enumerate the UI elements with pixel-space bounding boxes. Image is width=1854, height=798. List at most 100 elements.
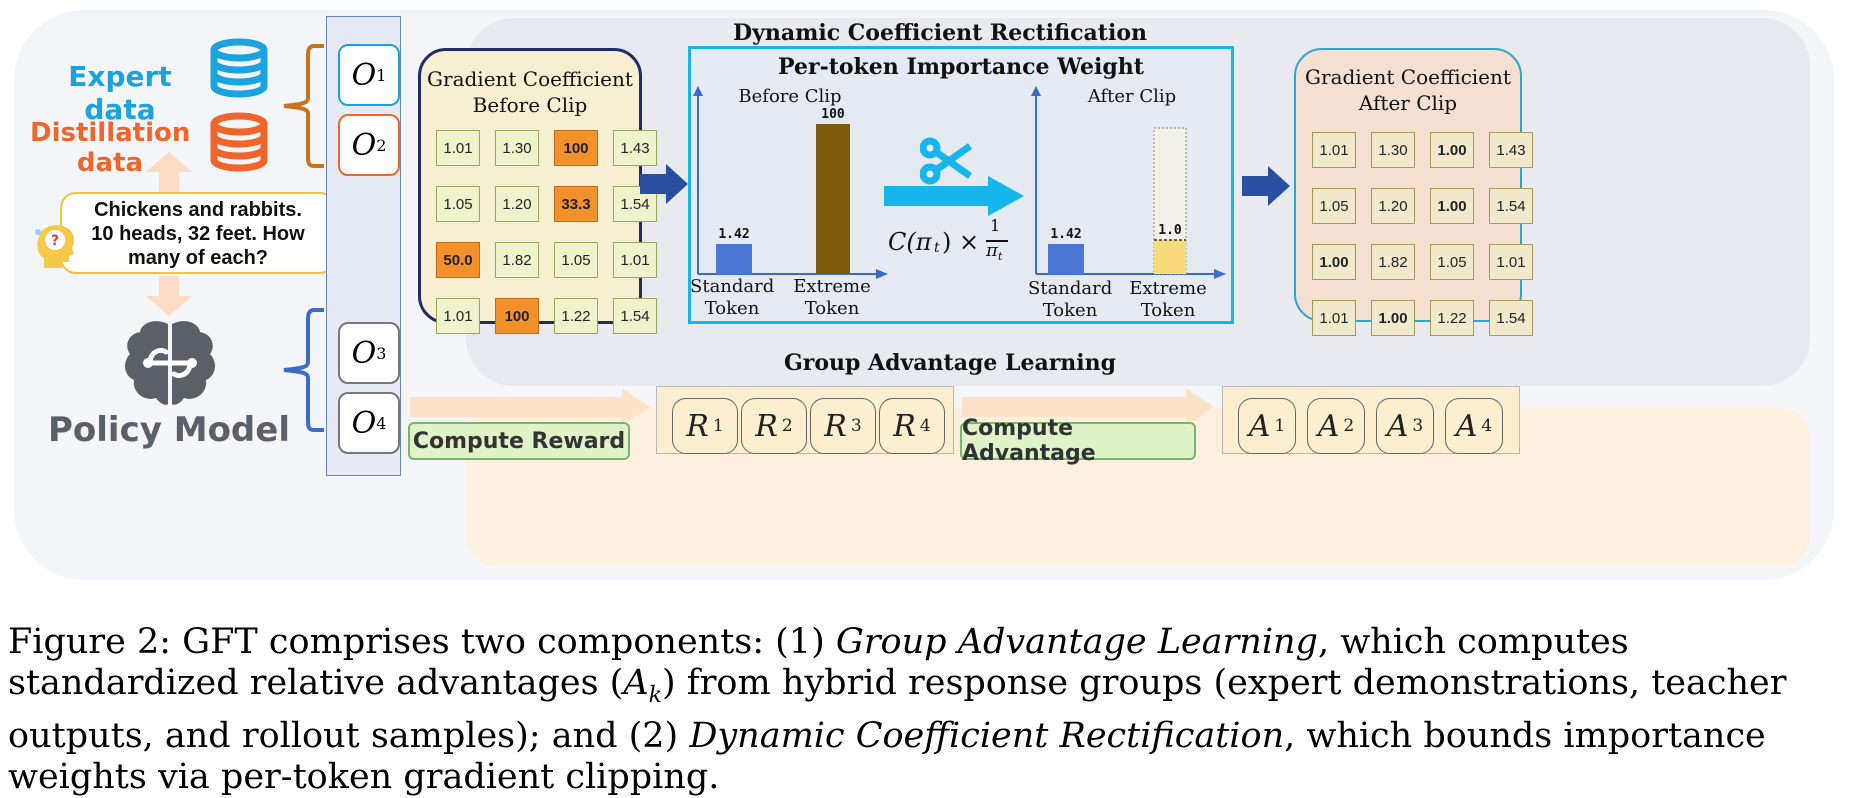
expert-database-icon: [210, 38, 268, 98]
output-o1-sub: 1: [376, 65, 387, 85]
reward-r4-sub: 4: [919, 416, 931, 436]
before-clip-cell: 33.3: [554, 186, 598, 222]
formula-den: π: [986, 240, 998, 261]
reward-r2-symbol: R: [755, 408, 778, 444]
before-clip-cell: 50.0: [436, 242, 480, 278]
right-arrow-icon: [640, 164, 688, 204]
after-standard-line2: Token: [1042, 300, 1098, 321]
distillation-database-icon: [210, 112, 268, 172]
before-clip-cell: 1.01: [613, 242, 657, 278]
after-clip-cell: 1.43: [1489, 132, 1533, 168]
blue-brace-icon: [283, 308, 324, 432]
question-line-2: 10 heads, 32 feet. How: [91, 223, 305, 245]
policy-model-label: Policy Model: [48, 410, 290, 450]
before-extreme-line2: Token: [804, 298, 860, 319]
formula-den-t: t: [998, 250, 1003, 263]
after-standard-label: Standard Token: [1028, 278, 1112, 322]
before-clip-cell: 1.54: [613, 298, 657, 334]
reward-r1-sub: 1: [712, 416, 724, 436]
after-chart-x-arrow: [1214, 269, 1226, 279]
output-o4-symbol: O: [351, 405, 377, 441]
advantage-a4-symbol: A: [1455, 408, 1478, 444]
after-clip-cell: 1.00: [1430, 188, 1474, 224]
formula-mid: ) ×: [942, 228, 980, 256]
after-clip-title-line1: Gradient Coefficient: [1305, 65, 1511, 89]
after-bar-value: 1.0: [1158, 223, 1182, 238]
caption-em1: Group Advantage Learning: [835, 622, 1318, 662]
formula-t: t: [934, 240, 940, 256]
brain-icon: [125, 321, 215, 405]
output-o4-sub: 4: [376, 413, 387, 433]
reward-r4-symbol: R: [893, 408, 916, 444]
right-arrow-icon: [1242, 166, 1290, 206]
after-standard-line1: Standard: [1028, 278, 1113, 299]
after-clip-cell: 1.01: [1312, 300, 1356, 336]
importance-weight-title: Per-token Importance Weight: [778, 54, 1144, 80]
after-clip-label: After Clip: [1087, 86, 1177, 107]
after-extreme-line1: Extreme: [1129, 278, 1207, 299]
group-advantage-title: Group Advantage Learning: [783, 350, 1117, 376]
before-clip-cell: 1.22: [554, 298, 598, 334]
caption-ak-k: k: [648, 683, 662, 708]
before-clip-cell: 1.05: [436, 186, 480, 222]
after-bar: [1154, 240, 1186, 274]
after-chart-y-arrow: [1031, 86, 1041, 96]
distillation-line1: Distillation: [30, 118, 191, 148]
after-clip-cell: 1.30: [1371, 132, 1415, 168]
before-clip-cell: 1.20: [495, 186, 539, 222]
after-clip-cell: 1.01: [1489, 244, 1533, 280]
advantage-a1-sub: 1: [1274, 416, 1286, 436]
before-clip-cell: 1.30: [495, 130, 539, 166]
output-o1-symbol: O: [351, 57, 377, 93]
advantage-arrow-icon: [962, 388, 1214, 426]
caption-part3: ) from hybrid response groups (expert de…: [8, 663, 1787, 756]
reward-arrow-icon: [410, 388, 650, 426]
reward-r2-sub: 2: [781, 416, 793, 436]
advantage-a3-symbol: A: [1386, 408, 1409, 444]
formula-bar: [986, 240, 1008, 242]
before-extreme-label: Extreme Token: [790, 276, 874, 320]
reward-r3-sub: 3: [850, 416, 862, 436]
down-arrow-icon: [146, 276, 192, 316]
clip-arrow-icon: [884, 176, 1024, 216]
question-bubble: Chickens and rabbits. 10 heads, 32 feet.…: [60, 192, 336, 274]
before-clip-title: Gradient Coefficient Before Clip: [418, 66, 642, 118]
importance-weight-box: [688, 46, 1234, 324]
caption-ak-a: A: [623, 663, 649, 703]
up-arrow-icon: [146, 152, 192, 194]
before-standard-line1: Standard: [690, 276, 775, 297]
before-clip-cell: 100: [554, 130, 598, 166]
advantage-a1-symbol: A: [1248, 408, 1271, 444]
distillation-data-label: Distillation data: [30, 118, 190, 178]
before-bar-value: 100: [821, 107, 845, 122]
question-line-3: many of each?: [127, 247, 269, 269]
advantage-a2-symbol: A: [1317, 408, 1340, 444]
advantage-a2-sub: 2: [1343, 416, 1355, 436]
compute-advantage-label: Compute Advantage: [960, 416, 1196, 466]
after-clip-cell: 1.05: [1430, 244, 1474, 280]
reward-r1-symbol: R: [686, 408, 709, 444]
output-o3-symbol: O: [351, 335, 377, 371]
scissors-icon: [920, 137, 973, 185]
after-clip-cell: 1.54: [1489, 300, 1533, 336]
reward-r3-symbol: R: [824, 408, 847, 444]
formula-num: 1: [990, 216, 1001, 235]
before-chart-y-arrow: [693, 86, 703, 96]
before-clip-cell: 1.43: [613, 130, 657, 166]
before-bar: [716, 244, 752, 274]
compute-reward-label: Compute Reward: [408, 422, 630, 460]
rectification-title: Dynamic Coefficient Rectification: [733, 20, 1147, 46]
